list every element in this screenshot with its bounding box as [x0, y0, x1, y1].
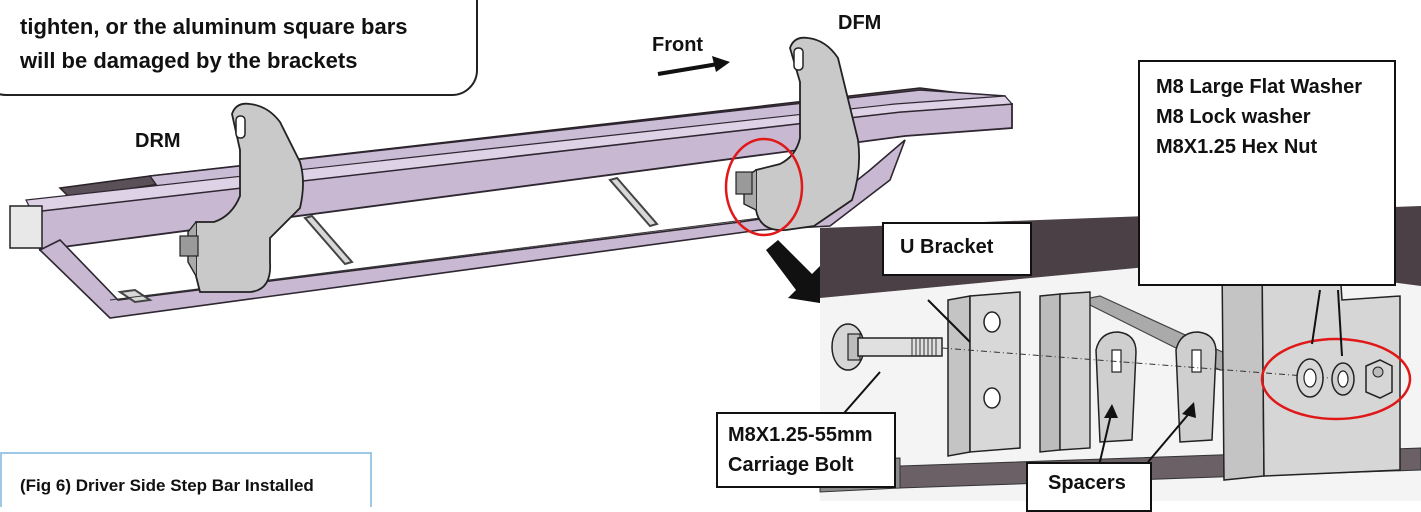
carriage-bolt — [831, 323, 943, 371]
hardware-line-3: M8X1.25 Hex Nut — [1156, 136, 1318, 158]
hardware-line-1: M8 Large Flat Washer — [1156, 76, 1362, 98]
hardware-line-2: M8 Lock washer — [1156, 106, 1311, 128]
step-bar-illustration — [9, 36, 1421, 501]
hardware-highlight-circle — [1260, 337, 1412, 421]
drm-bracket — [179, 102, 304, 293]
front-label: Front — [652, 34, 704, 56]
spacers-label: Spacers — [1048, 472, 1126, 494]
u-bracket-callout: U Bracket — [882, 222, 1032, 276]
warning-note: tighten, or the aluminum square bars wil… — [0, 0, 478, 96]
figure-caption: (Fig 6) Driver Side Step Bar Installed — [0, 452, 372, 507]
detail-highlight-circle — [724, 137, 804, 237]
dfm-bracket — [735, 36, 861, 232]
cross-braces — [117, 176, 659, 304]
spacers-callout: Spacers — [1026, 462, 1152, 512]
bracket-detail — [1221, 257, 1265, 481]
u-bracket-label: U Bracket — [900, 236, 994, 258]
warning-line-2: will be damaged by the brackets — [20, 48, 358, 73]
leader-lines — [837, 289, 1343, 471]
drm-label: DRM — [135, 130, 181, 152]
end-cap — [9, 205, 43, 249]
detail-arrow — [766, 240, 826, 304]
bolt-line-2: Carriage Bolt — [728, 454, 854, 476]
hardware-stack — [1296, 358, 1393, 399]
spacer-left — [1095, 331, 1137, 443]
figure-caption-text: (Fig 6) Driver Side Step Bar Installed — [20, 476, 314, 495]
hardware-callout: M8 Large Flat Washer M8 Lock washer M8X1… — [1138, 60, 1396, 286]
spacer-right — [1175, 331, 1217, 443]
warning-line-1: tighten, or the aluminum square bars — [20, 14, 408, 39]
bolt-callout: M8X1.25-55mm Carriage Bolt — [716, 412, 896, 488]
u-bracket-plate — [947, 295, 971, 457]
front-arrow — [657, 56, 730, 76]
dfm-label: DFM — [838, 12, 882, 34]
bolt-line-1: M8X1.25-55mm — [728, 424, 873, 446]
lower-tube — [38, 139, 906, 319]
